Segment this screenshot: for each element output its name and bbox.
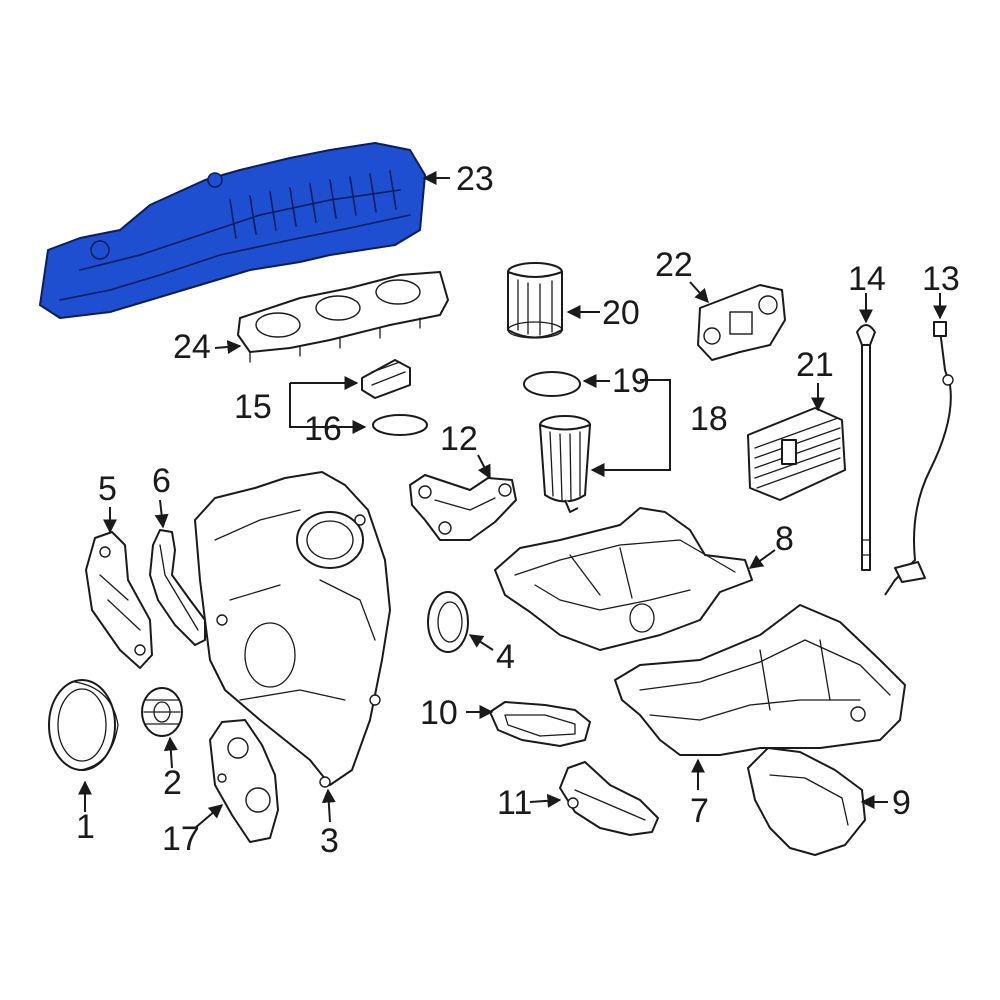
label-11: 11 (497, 784, 532, 822)
label-22: 22 (655, 246, 693, 284)
label-8: 8 (775, 520, 794, 558)
label-19: 19 (612, 362, 650, 400)
dipstick-part[interactable] (856, 324, 876, 571)
label-17: 17 (162, 820, 200, 858)
sprocket-part[interactable] (141, 687, 183, 737)
label-6: 6 (152, 462, 171, 500)
gasket-10-part[interactable] (489, 701, 591, 747)
manifold-gasket-part[interactable] (237, 271, 449, 363)
label-16: 16 (304, 410, 342, 448)
label-18: 18 (690, 400, 728, 438)
label-23: 23 (456, 160, 494, 198)
intake-manifold-part[interactable] (39, 142, 426, 319)
cover-plate-5-part[interactable] (85, 531, 153, 669)
oil-cooler-part[interactable] (747, 407, 846, 501)
pulley-part[interactable] (48, 679, 119, 771)
oil-filter-element-part[interactable] (539, 415, 591, 513)
label-7: 7 (690, 792, 709, 830)
leader-lines (78, 171, 947, 829)
seal-19-part[interactable] (523, 371, 581, 397)
label-4: 4 (496, 638, 515, 676)
label-20: 20 (602, 294, 640, 332)
label-3: 3 (320, 822, 339, 860)
label-2: 2 (163, 764, 182, 802)
label-1: 1 (76, 808, 95, 846)
cover-plate-17-part[interactable] (209, 719, 279, 843)
callout-labels: 23 24 15 16 20 19 18 22 21 14 13 12 5 6 … (76, 160, 960, 860)
oil-sump-part[interactable] (747, 747, 866, 856)
o-ring-16-part[interactable] (372, 414, 428, 436)
label-13: 13 (922, 260, 960, 298)
valve-part[interactable] (361, 359, 411, 399)
label-15: 15 (234, 388, 272, 426)
label-24: 24 (173, 328, 211, 366)
upper-oil-pan-part[interactable] (494, 507, 753, 651)
label-5: 5 (98, 470, 117, 508)
bracket-11-part[interactable] (559, 761, 659, 836)
gasket-22-part[interactable] (697, 284, 786, 361)
label-12: 12 (440, 420, 478, 458)
lower-oil-pan-part[interactable] (614, 604, 906, 756)
label-21: 21 (796, 346, 834, 384)
filter-housing-part[interactable] (507, 262, 563, 339)
label-14: 14 (848, 260, 886, 298)
label-10: 10 (420, 694, 458, 732)
label-9: 9 (892, 784, 911, 822)
bracket-part[interactable] (409, 474, 517, 541)
dipstick-tube-part[interactable] (884, 321, 954, 596)
timing-case-part[interactable] (194, 471, 391, 788)
seal-4-part[interactable] (427, 591, 469, 653)
